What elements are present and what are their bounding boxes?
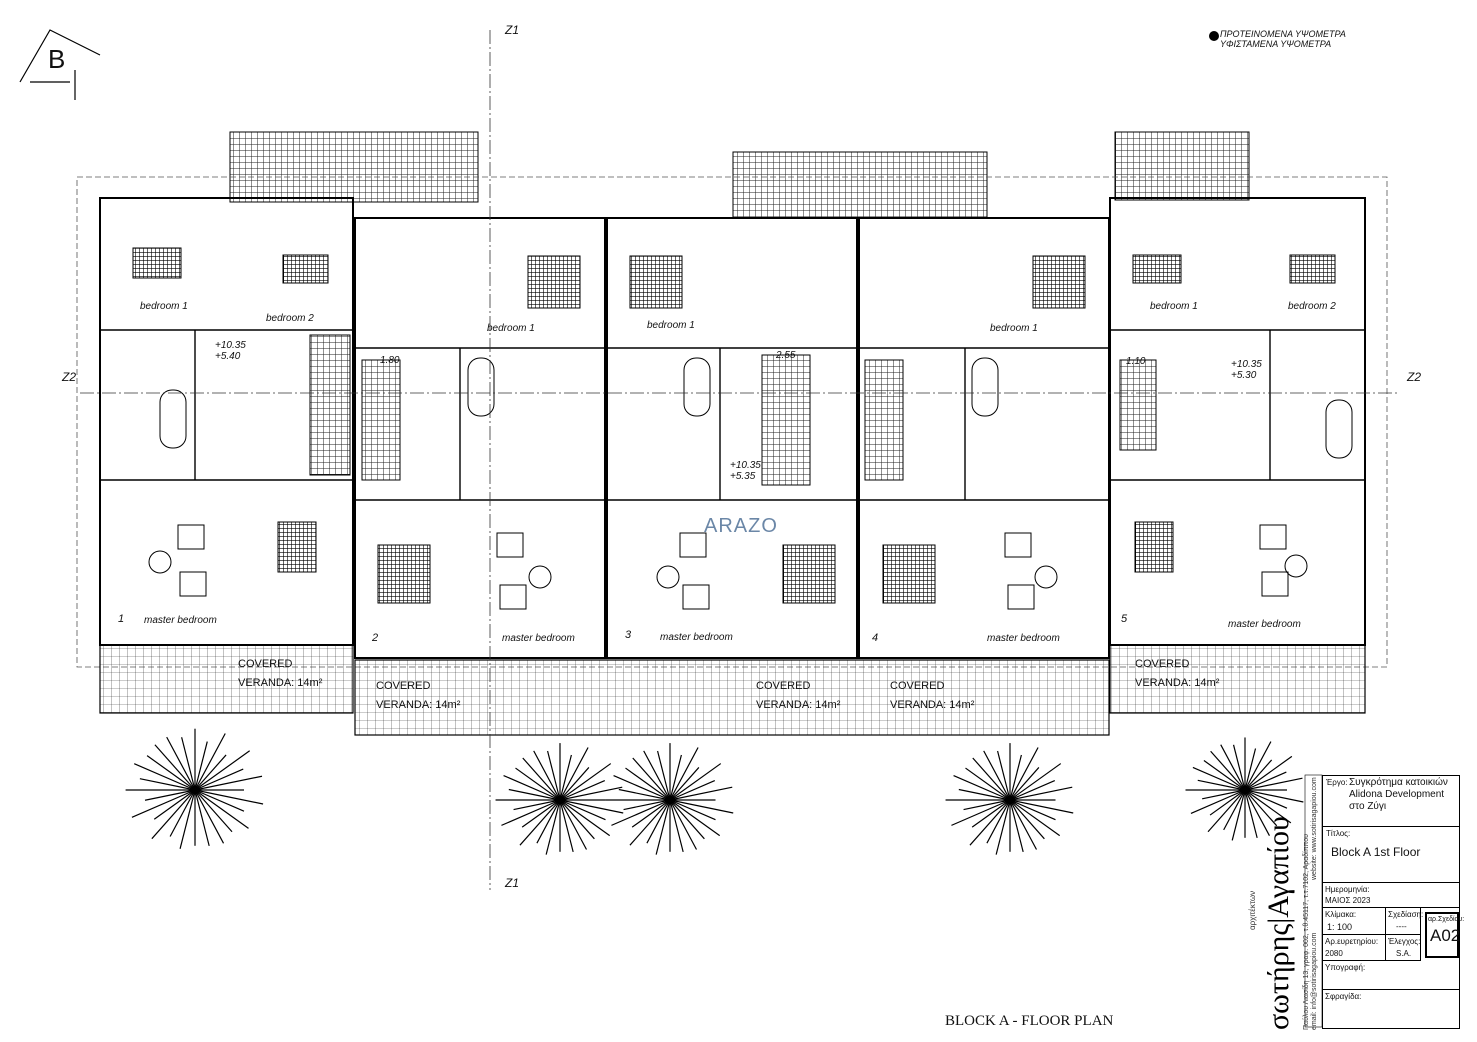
project-name: Συγκρότημα κατοικιών Alidona Development… xyxy=(1349,777,1448,812)
room-label: master bedroom xyxy=(502,633,575,644)
room-label: bedroom 1 xyxy=(647,320,695,331)
unit-number: 3 xyxy=(625,629,632,641)
unit-number: 5 xyxy=(1121,613,1128,625)
architect-role: αρχιτέκτων xyxy=(1248,890,1257,930)
palm-tree-icon xyxy=(125,728,264,849)
sheet-title: Block A 1st Floor xyxy=(1331,845,1421,859)
section-z1-top: Z1 xyxy=(505,23,520,37)
dimension: 2.55 xyxy=(776,350,796,361)
drawing-number: A02 xyxy=(1430,926,1461,945)
section-z2-right: Z2 xyxy=(1407,370,1422,384)
dimension: 1.10 xyxy=(1126,356,1146,367)
level-mark-1: +10.35+5.40 xyxy=(215,340,246,362)
palm-tree-icon xyxy=(945,743,1074,855)
room-label: master bedroom xyxy=(987,633,1060,644)
roof-tiles-right xyxy=(1114,131,1250,201)
room-label: bedroom 1 xyxy=(140,301,188,312)
unit-number: 2 xyxy=(372,632,379,644)
unit-number: 4 xyxy=(872,632,879,644)
drawing-title: BLOCK A - FLOOR PLAN xyxy=(945,1013,1114,1029)
palm-tree-icon xyxy=(605,743,734,855)
north-label: B xyxy=(48,44,66,74)
legend-proposed: ΠΡΟΤΕΙΝΟΜΕΝΑ ΥΨΟΜΕΤΡΑ xyxy=(1220,29,1346,39)
level-mark-2: +10.35+5.35 xyxy=(730,460,761,482)
palm-tree-icon xyxy=(1185,737,1304,841)
palm-tree-icon xyxy=(495,743,624,855)
watermark-logo: ARAZO xyxy=(704,515,778,537)
level-mark-3: +10.35+5.30 xyxy=(1231,359,1262,381)
roof-tiles-center xyxy=(732,151,988,219)
room-label: bedroom 1 xyxy=(1150,301,1198,312)
room-label: bedroom 2 xyxy=(266,313,314,324)
architect-website: website: www.sotirisagapiou.com xyxy=(1311,777,1318,880)
roof-tiles-left xyxy=(229,131,479,203)
architect-email: email: info@sotirisagapiou.com xyxy=(1311,932,1318,1030)
room-label: master bedroom xyxy=(1228,619,1301,630)
north-arrow-icon xyxy=(19,29,101,100)
architect-name: σωτήρης|Αγαπίου xyxy=(1262,816,1295,1030)
section-z2-left: Z2 xyxy=(62,370,77,384)
level-marker-icon xyxy=(1209,31,1219,41)
room-label: bedroom 2 xyxy=(1288,301,1336,312)
room-label: master bedroom xyxy=(144,615,217,626)
architect-address: Παύλου Λιασίδη 13, γραφ. 002, τ.θ.45117,… xyxy=(1303,833,1310,1030)
room-label: bedroom 1 xyxy=(990,323,1038,334)
legend-existing: ΥΦΙΣΤΑΜΕΝΑ ΥΨΟΜΕΤΡΑ xyxy=(1220,39,1332,49)
room-label: bedroom 1 xyxy=(487,323,535,334)
palm-trees xyxy=(125,728,1304,855)
unit-number: 1 xyxy=(118,613,125,625)
dimension: 1.80 xyxy=(380,355,400,366)
room-label: master bedroom xyxy=(660,632,733,643)
title-block: Έργο:Συγκρότημα κατοικιών Alidona Develo… xyxy=(1322,775,1464,1029)
section-z1-bottom: Z1 xyxy=(505,876,520,890)
